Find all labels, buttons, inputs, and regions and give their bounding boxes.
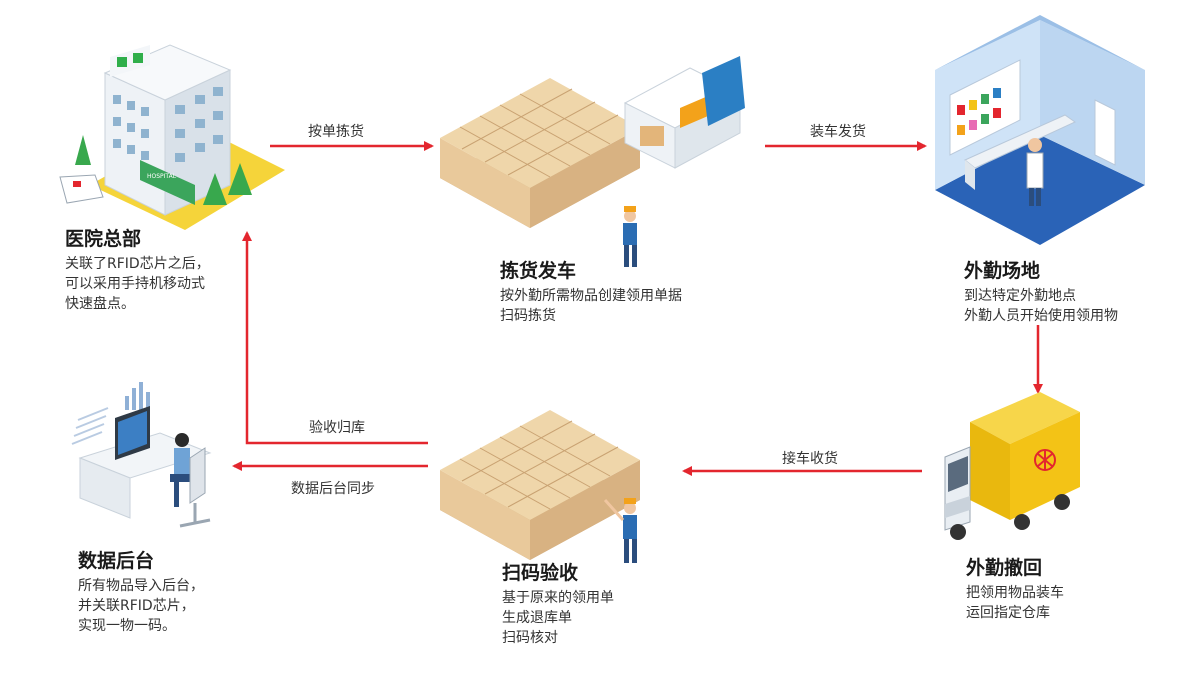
- node-desc-line: 可以采用手持机移动式: [65, 276, 205, 292]
- node-field: 外勤场地 到达特定外勤地点 外勤人员开始使用领用物: [964, 256, 1118, 326]
- node-desc-line: 并关联RFID芯片，: [78, 598, 195, 614]
- node-desc-line: 生成退库单: [502, 610, 572, 626]
- pharmacist: [1026, 138, 1044, 206]
- node-title: 扫码验收: [502, 562, 579, 584]
- node-desc-line: 把领用物品装车: [966, 585, 1064, 601]
- node-desc-line: 关联了RFID芯片之后，: [65, 256, 210, 272]
- node-desc-line: 扫码拣货: [500, 308, 556, 324]
- pallet-truck-icon: [440, 56, 745, 267]
- edge-label-pick-goods: 按单拣货: [308, 124, 364, 140]
- pharmacy-room-icon: [935, 15, 1145, 245]
- hospital-icon: HOSPITAL: [59, 44, 285, 230]
- node-scan: 扫码验收 基于原来的领用单 生成退库单 扫码核对: [502, 558, 614, 648]
- node-title: 外勤撤回: [966, 557, 1043, 579]
- node-desc-line: 快速盘点。: [65, 296, 135, 312]
- computer-desk-icon: [71, 382, 212, 528]
- node-desc-line: 运回指定仓库: [966, 605, 1050, 621]
- worker: [603, 498, 637, 563]
- node-desc-line: 到达特定外勤地点: [964, 288, 1076, 304]
- node-desc-line: 按外勤所需物品创建领用单据: [500, 288, 682, 304]
- worker: [623, 206, 637, 267]
- node-title: 外勤场地: [964, 260, 1041, 282]
- edge-label-return-store: 验收归库: [309, 420, 365, 436]
- node-desc-line: 所有物品导入后台，: [78, 578, 204, 594]
- node-title: 数据后台: [78, 550, 155, 572]
- node-desc-line: 实现一物一码。: [78, 618, 176, 634]
- person: [170, 433, 194, 507]
- node-title: 拣货发车: [500, 260, 577, 282]
- pallet-worker-icon: [440, 410, 640, 563]
- node-recall: 外勤撤回 把领用物品装车 运回指定仓库: [966, 553, 1064, 623]
- edge-label-receive: 接车收货: [782, 451, 838, 467]
- delivery-truck-icon: [944, 392, 1080, 540]
- node-backend: 数据后台 所有物品导入后台， 并关联RFID芯片， 实现一物一码。: [78, 546, 204, 636]
- node-pick: 拣货发车 按外勤所需物品创建领用单据 扫码拣货: [500, 256, 682, 326]
- node-hq: 医院总部 关联了RFID芯片之后， 可以采用手持机移动式 快速盘点。: [65, 224, 210, 314]
- svg-text:HOSPITAL: HOSPITAL: [147, 173, 177, 180]
- node-desc-line: 基于原来的领用单: [502, 590, 614, 606]
- node-desc-line: 外勤人员开始使用领用物: [964, 308, 1118, 324]
- node-title: 医院总部: [65, 228, 142, 250]
- node-desc-line: 扫码核对: [502, 630, 558, 646]
- edge-label-sync: 数据后台同步: [291, 481, 375, 497]
- arrow-scan-to-hq: [242, 231, 428, 445]
- edge-label-load-ship: 装车发货: [810, 124, 866, 140]
